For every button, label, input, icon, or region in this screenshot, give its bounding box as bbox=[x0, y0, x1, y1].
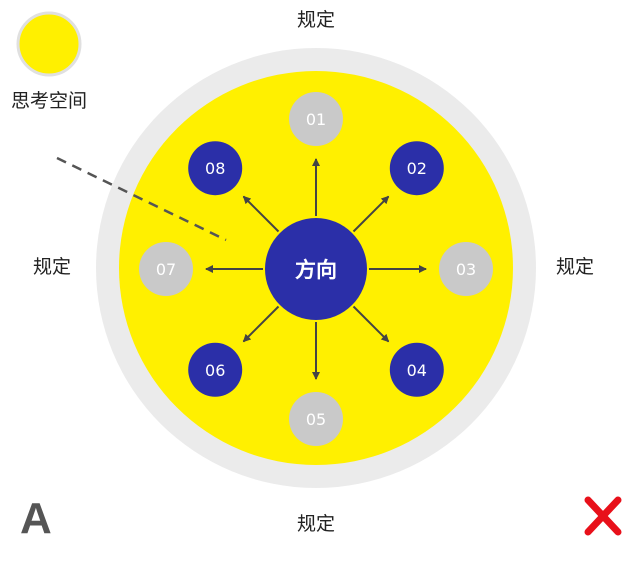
center-node bbox=[265, 218, 367, 320]
node-label-08: 08 bbox=[205, 159, 225, 178]
boundary-label-right: 规定 bbox=[556, 256, 594, 278]
node-06 bbox=[188, 342, 243, 397]
dashed-pointer-line bbox=[56, 156, 227, 242]
boundary-label-left: 规定 bbox=[33, 256, 71, 278]
arrow-to-node-06 bbox=[242, 305, 280, 343]
direction-arrows bbox=[205, 158, 427, 380]
legend-swatch bbox=[16, 11, 82, 77]
arrow-to-node-08 bbox=[242, 195, 280, 233]
center-node-label: 方向 bbox=[295, 258, 337, 282]
node-label-05: 05 bbox=[306, 410, 326, 429]
legend-label: 思考空间 bbox=[11, 90, 87, 112]
node-02 bbox=[389, 141, 444, 196]
node-label-03: 03 bbox=[456, 260, 476, 279]
arrow-to-node-04 bbox=[352, 305, 390, 343]
node-01 bbox=[289, 92, 343, 146]
node-03 bbox=[439, 242, 493, 296]
node-label-06: 06 bbox=[205, 361, 225, 380]
node-07 bbox=[139, 242, 193, 296]
arrow-to-node-02 bbox=[352, 195, 390, 233]
node-08 bbox=[188, 141, 243, 196]
red-x-icon bbox=[584, 496, 622, 536]
boundary-label-top: 规定 bbox=[297, 9, 335, 31]
boundary-label-bottom: 规定 bbox=[297, 513, 335, 535]
outer-nodes: 01 02 03 04 05 06 07 08 bbox=[139, 92, 493, 446]
corner-letter: A bbox=[20, 494, 52, 543]
node-05 bbox=[289, 392, 343, 446]
node-label-02: 02 bbox=[407, 159, 427, 178]
node-label-01: 01 bbox=[306, 110, 326, 129]
node-label-04: 04 bbox=[407, 361, 427, 380]
node-04 bbox=[389, 342, 444, 397]
node-label-07: 07 bbox=[156, 260, 176, 279]
